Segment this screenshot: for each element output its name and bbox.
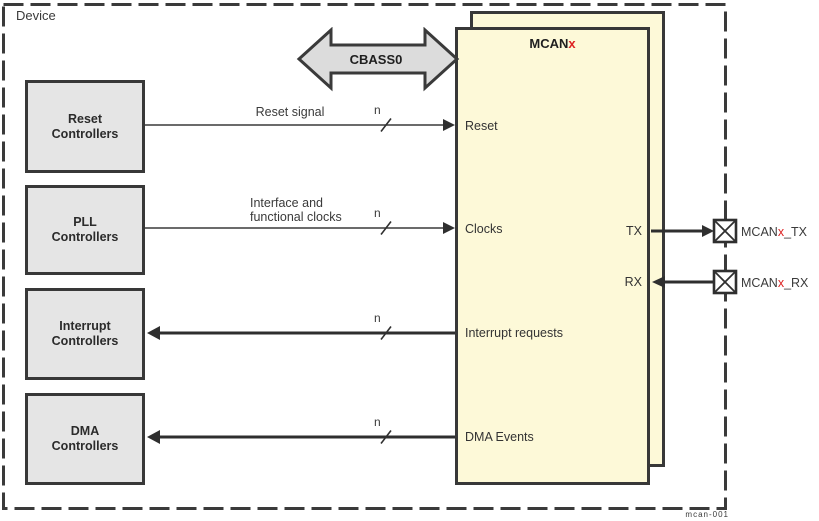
clocks-signal-label: Interface and functional clocks: [250, 196, 342, 224]
rx-pad-label-x: x: [777, 276, 785, 290]
mcan-port-clocks: Clocks: [465, 222, 503, 236]
pll-controllers-box: PLL Controllers: [25, 185, 145, 275]
mcan-port-tx: TX: [626, 224, 642, 238]
tx-pad-label-x: x: [777, 225, 785, 239]
interrupt-bus-width-label: n: [374, 311, 381, 325]
rx-pad-label-prefix: MCAN: [741, 276, 778, 290]
mcanx-tx-pad-label: MCANx_TX: [741, 225, 807, 239]
interrupt-requests-arrow: [147, 326, 455, 340]
mcan-port-dma: DMA Events: [465, 430, 534, 444]
figure-id: mcan-001: [685, 510, 729, 519]
mcan-title-x: x: [568, 36, 576, 51]
reset-signal-label: Reset signal: [255, 105, 325, 119]
mcan-title-prefix: MCAN: [529, 36, 569, 51]
mcan-title: MCANx: [455, 36, 650, 51]
dma-bus-width-label: n: [374, 415, 381, 429]
dma-controllers-box: DMA Controllers: [25, 393, 145, 485]
mcan-port-interrupts: Interrupt requests: [465, 326, 563, 340]
interrupt-controllers-box: Interrupt Controllers: [25, 288, 145, 380]
cbass0-bus-arrow: CBASS0: [296, 27, 460, 92]
device-label: Device: [16, 8, 56, 23]
mcanx-rx-pad-label: MCANx_RX: [741, 276, 808, 290]
reset-bus-width-label: n: [374, 103, 381, 117]
cbass0-label: CBASS0: [350, 52, 403, 67]
clocks-bus-width-label: n: [374, 206, 381, 220]
mcan-port-rx: RX: [624, 275, 642, 289]
tx-pad-icon: [712, 218, 738, 244]
tx-pad-label-prefix: MCAN: [741, 225, 778, 239]
tx-pad-label-suffix: _TX: [784, 225, 807, 239]
reset-signal-arrow: [145, 118, 455, 132]
mcan-box: [455, 27, 650, 485]
dma-events-arrow: [147, 430, 455, 444]
rx-pad-icon: [712, 269, 738, 295]
mcan-port-reset: Reset: [465, 119, 498, 133]
rx-pad-label-suffix: _RX: [784, 276, 809, 290]
reset-controllers-box: Reset Controllers: [25, 80, 145, 173]
